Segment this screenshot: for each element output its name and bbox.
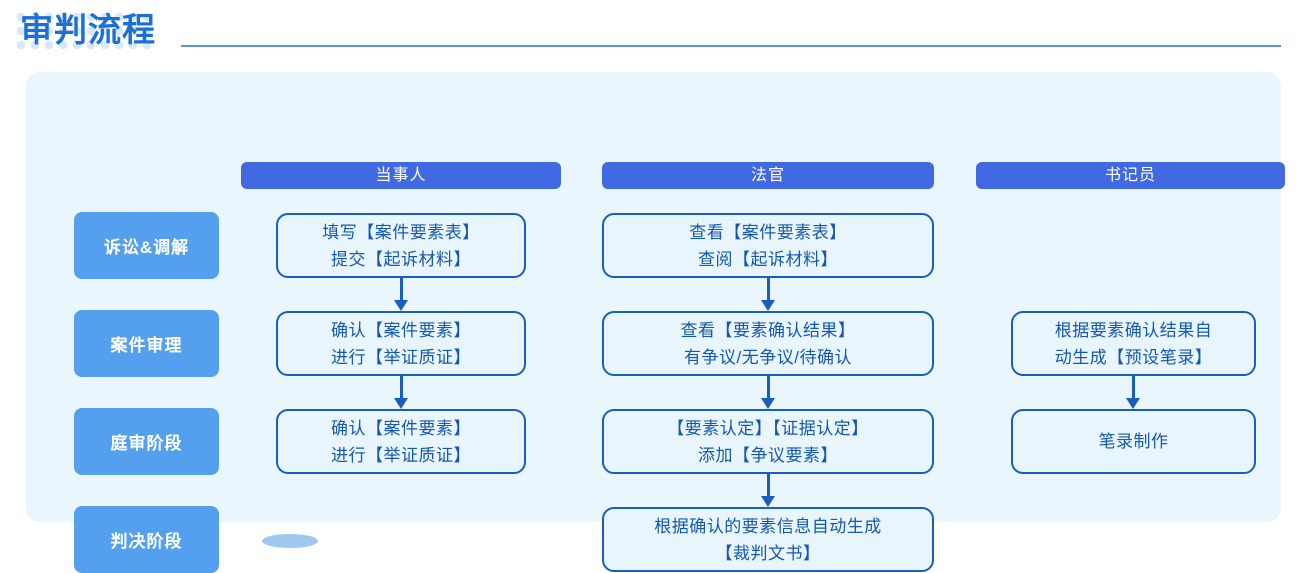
column-header-party: 当事人: [241, 162, 561, 189]
flow-card-text: 确认【案件要素】 进行【举证质证】: [331, 320, 471, 367]
arrow-down-icon: [394, 278, 408, 311]
bottom-accent-decoration: [262, 534, 318, 548]
stage-label-trial-phase: 庭审阶段: [74, 408, 219, 475]
arrow-shaft: [1132, 376, 1135, 400]
arrow-head: [761, 300, 775, 311]
arrow-shaft: [767, 278, 770, 302]
flow-card-party-2: 确认【案件要素】 进行【举证质证】: [276, 311, 526, 376]
arrow-shaft: [400, 278, 403, 302]
arrow-head: [1126, 398, 1140, 409]
flow-card-clerk-2: 笔录制作: [1011, 409, 1256, 474]
column-header-clerk: 书记员: [976, 162, 1285, 189]
arrow-down-icon: [761, 474, 775, 507]
flow-card-judge-4: 根据确认的要素信息自动生成 【裁判文书】: [602, 507, 934, 572]
page-title: 审判流程: [20, 11, 156, 48]
flow-card-clerk-1: 根据要素确认结果自 动生成【预设笔录】: [1011, 311, 1256, 376]
flow-card-text: 查看【要素确认结果】 有争议/无争议/待确认: [680, 320, 856, 367]
flow-card-text: 填写【案件要素表】 提交【起诉材料】: [322, 222, 480, 269]
arrow-head: [761, 398, 775, 409]
flow-card-text: 【要素认定】【证据认定】 添加【争议要素】: [667, 418, 869, 465]
flow-card-party-1: 填写【案件要素表】 提交【起诉材料】: [276, 213, 526, 278]
flow-card-text: 根据要素确认结果自 动生成【预设笔录】: [1054, 320, 1213, 367]
stage-label-litigation-mediation: 诉讼&调解: [74, 212, 219, 279]
arrow-head: [761, 496, 775, 507]
arrow-down-icon: [761, 278, 775, 311]
flow-card-text: 查看【案件要素表】 查阅【起诉材料】: [689, 222, 847, 269]
arrow-down-icon: [761, 376, 775, 409]
arrow-down-icon: [394, 376, 408, 409]
flow-card-judge-1: 查看【案件要素表】 查阅【起诉材料】: [602, 213, 934, 278]
arrow-head: [394, 398, 408, 409]
arrow-shaft: [400, 376, 403, 400]
page-header: 审判流程: [0, 0, 1308, 72]
stage-label-judgment-phase: 判决阶段: [74, 506, 219, 573]
stage-label-case-review: 案件审理: [74, 310, 219, 377]
flow-card-judge-3: 【要素认定】【证据认定】 添加【争议要素】: [602, 409, 934, 474]
dot-pattern-decoration: [14, 10, 154, 50]
arrow-shaft: [767, 474, 770, 498]
arrow-head: [394, 300, 408, 311]
flow-card-text: 确认【案件要素】 进行【举证质证】: [331, 418, 471, 465]
flow-card-text: 笔录制作: [1098, 432, 1169, 451]
flow-card-judge-2: 查看【要素确认结果】 有争议/无争议/待确认: [602, 311, 934, 376]
flow-card-text: 根据确认的要素信息自动生成 【裁判文书】: [654, 516, 882, 563]
arrow-down-icon: [1126, 376, 1140, 409]
title-divider-line: [181, 45, 1281, 47]
flow-card-party-3: 确认【案件要素】 进行【举证质证】: [276, 409, 526, 474]
column-header-judge: 法官: [602, 162, 934, 189]
arrow-shaft: [767, 376, 770, 400]
flow-diagram-panel: 当事人 法官 书记员 诉讼&调解 案件审理 庭审阶段 判决阶段 填写【案件要素表…: [26, 72, 1285, 573]
